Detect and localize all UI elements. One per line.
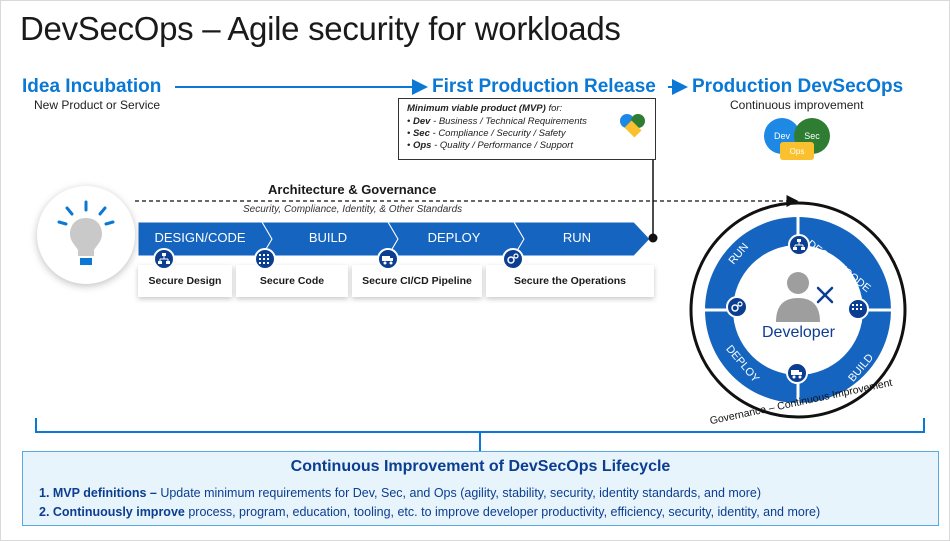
improvement-item-2: 2. Continuously improve process, program… xyxy=(39,505,821,519)
lightbulb-icon xyxy=(57,200,115,265)
cycle-gears-icon xyxy=(726,296,748,318)
idea-incubation-title: Idea Incubation xyxy=(22,76,162,97)
card-secure-design: Secure Design xyxy=(138,265,232,297)
devsecops-heart-icon: Dev Sec Ops xyxy=(764,118,834,178)
improvement-item-1: 1. MVP definitions – Update minimum requ… xyxy=(39,486,762,500)
architecture-title: Architecture & Governance xyxy=(268,182,437,197)
card-secure-operations: Secure the Operations xyxy=(486,265,654,297)
heart-ops-label: Ops xyxy=(780,142,814,160)
cycle-outer-ring xyxy=(689,201,907,419)
binary-code-icon xyxy=(254,248,276,270)
stage-build-label: BUILD xyxy=(308,230,348,245)
card-secure-code: Secure Code xyxy=(236,265,348,297)
tools-icon xyxy=(816,286,834,304)
devsecops-cycle xyxy=(689,201,907,419)
idea-bulb xyxy=(37,186,135,284)
stage-deploy-label: DEPLOY xyxy=(427,230,481,245)
mvp-connector-dot xyxy=(648,233,658,243)
mvp-item-ops: • Ops - Quality / Performance / Support xyxy=(407,140,573,151)
mvp-heading-suffix: for: xyxy=(545,103,563,114)
continuous-improvement-box: Continuous Improvement of DevSecOps Life… xyxy=(22,451,939,526)
stage-run-label: RUN xyxy=(562,230,592,245)
stage-design-label: DESIGN/CODE xyxy=(154,230,246,245)
production-devsecops-subtitle: Continuous improvement xyxy=(730,98,864,112)
mvp-item-sec: • Sec - Compliance / Security / Safety xyxy=(407,128,566,139)
chevron-run xyxy=(513,221,651,257)
production-devsecops-title: Production DevSecOps xyxy=(692,76,904,97)
mvp-box: Minimum viable product (MVP) for: • Dev … xyxy=(398,98,656,160)
gears-icon xyxy=(502,248,524,270)
bottom-bracket xyxy=(35,418,925,451)
page-title: DevSecOps – Agile security for workloads xyxy=(20,10,621,47)
cycle-network-icon xyxy=(788,234,810,256)
mvp-item-dev: • Dev - Business / Technical Requirement… xyxy=(407,116,587,127)
card-secure-cicd: Secure CI/CD Pipeline xyxy=(352,265,482,297)
architecture-subtitle: Security, Compliance, Identity, & Other … xyxy=(243,204,463,215)
cycle-truck-icon xyxy=(786,362,808,384)
continuous-improvement-title: Continuous Improvement of DevSecOps Life… xyxy=(290,458,671,475)
devsecops-heart-small-icon xyxy=(618,112,648,138)
mvp-list: • Dev - Business / Technical Requirement… xyxy=(407,116,647,152)
cycle-center-label: Developer xyxy=(762,324,835,341)
idea-incubation-subtitle: New Product or Service xyxy=(34,98,161,112)
network-icon xyxy=(153,248,175,270)
mvp-heading: Minimum viable product (MVP) xyxy=(407,103,546,114)
first-release-title: First Production Release xyxy=(432,76,656,97)
cycle-binary-icon xyxy=(847,298,869,320)
truck-icon xyxy=(377,248,399,270)
pipeline-chevrons xyxy=(137,221,651,257)
